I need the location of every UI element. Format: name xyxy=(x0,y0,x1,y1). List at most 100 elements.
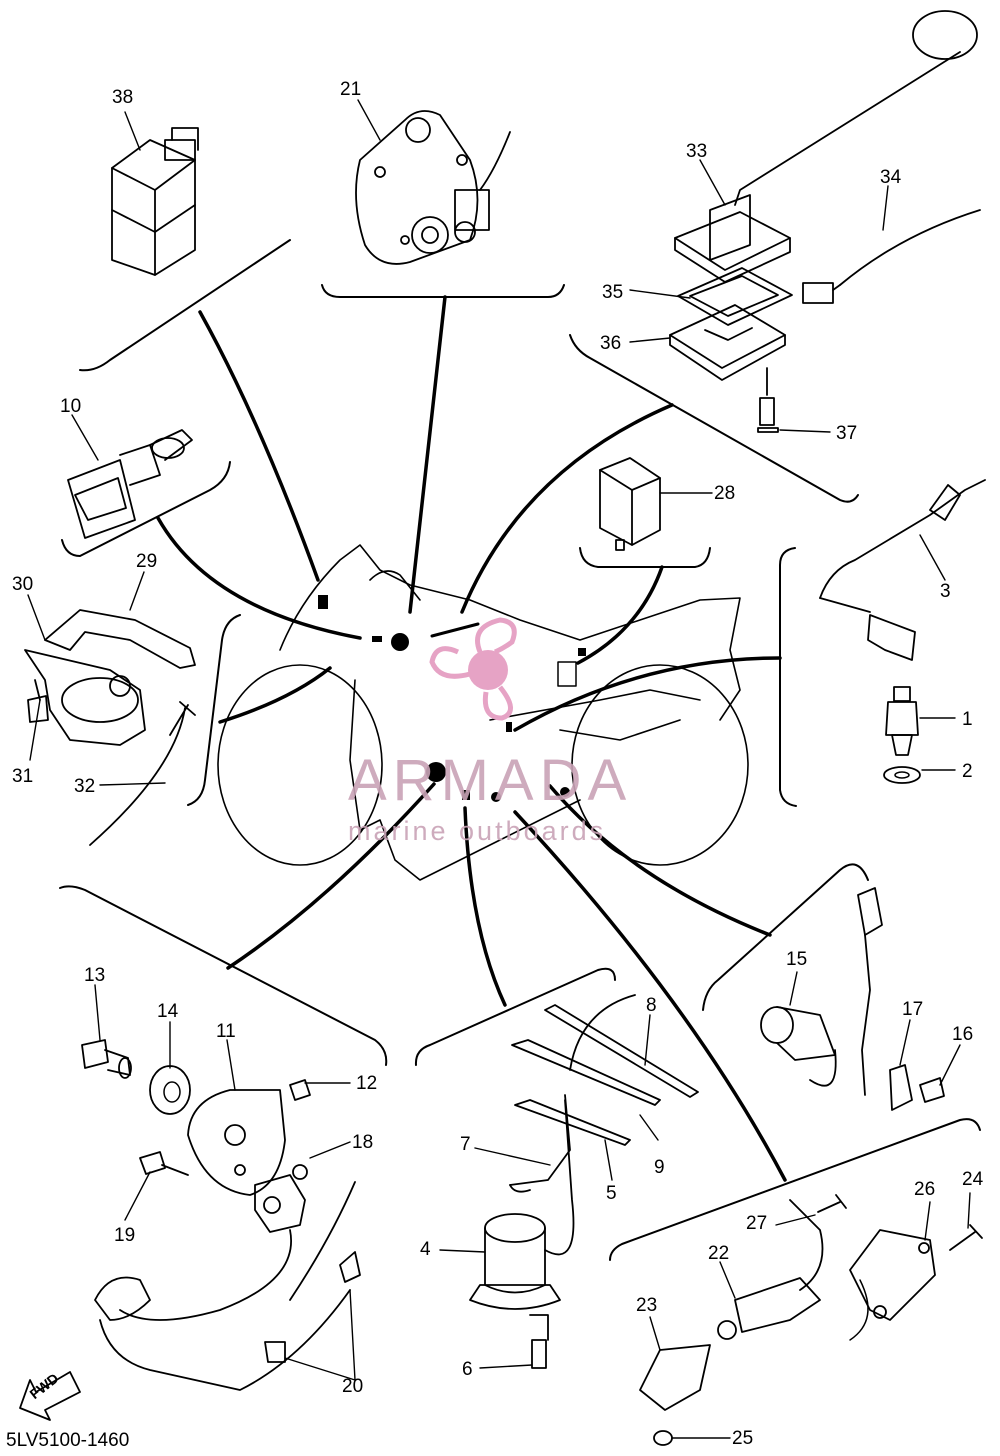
leader-28 xyxy=(576,565,664,665)
part-3-cable xyxy=(819,479,986,661)
callout-35: 35 xyxy=(602,282,624,303)
callout-32: 32 xyxy=(74,776,96,797)
part-37-screw xyxy=(757,367,779,433)
part-8-band xyxy=(544,994,699,1098)
part-36-plate xyxy=(669,304,786,381)
group-bracket-10 xyxy=(61,461,231,557)
part-26-bracket xyxy=(849,1229,936,1321)
part-22-switch xyxy=(717,1199,824,1340)
leader-29 xyxy=(218,666,332,724)
leader-38 xyxy=(198,310,320,582)
callout-12: 12 xyxy=(356,1073,378,1094)
watermark-subtitle: marine outboards xyxy=(348,816,607,846)
callout-38: 38 xyxy=(112,87,134,108)
callout-29: 29 xyxy=(136,551,158,572)
callout-1: 1 xyxy=(962,709,973,730)
callout-20: 20 xyxy=(342,1376,364,1397)
callout-37: 37 xyxy=(836,423,858,444)
part-15-switch xyxy=(760,887,883,1096)
callout-3: 3 xyxy=(940,581,951,602)
callout-24: 24 xyxy=(962,1169,984,1190)
callout-17: 17 xyxy=(902,999,924,1020)
part-19-screw xyxy=(139,1151,189,1176)
part-21-starter xyxy=(355,110,511,265)
part-9-band xyxy=(511,1039,661,1146)
part-29-bracket xyxy=(44,609,196,669)
part-16-bolt xyxy=(919,1077,945,1103)
part-33-sender xyxy=(674,10,978,283)
part-7-clip xyxy=(509,1094,571,1193)
part-24-screw xyxy=(949,1224,983,1251)
callout-8: 8 xyxy=(646,995,657,1016)
part-31-bolt xyxy=(27,679,49,723)
callout-25: 25 xyxy=(732,1428,754,1449)
callout-7: 7 xyxy=(460,1134,471,1155)
callout-30: 30 xyxy=(12,574,34,595)
part-17-bracket xyxy=(889,1064,913,1111)
part-28-relay xyxy=(599,457,661,551)
part-32-band xyxy=(89,701,196,846)
part-12-pin xyxy=(289,1079,311,1101)
watermark-logo-icon xyxy=(429,617,517,721)
callout-4: 4 xyxy=(420,1239,431,1260)
part-27-screw xyxy=(817,1194,847,1213)
leader-21 xyxy=(408,295,447,614)
callout-19: 19 xyxy=(114,1225,136,1246)
callout-31: 31 xyxy=(12,766,34,787)
callout-11: 11 xyxy=(216,1021,236,1042)
callout-23: 23 xyxy=(636,1295,658,1316)
watermark-title: ARMADA xyxy=(348,748,633,813)
leader-33 xyxy=(460,403,674,614)
part-11-plate xyxy=(187,1089,286,1196)
leader-22 xyxy=(513,810,787,1182)
callout-36: 36 xyxy=(600,333,622,354)
callout-9: 9 xyxy=(654,1157,665,1178)
part-2-washer xyxy=(883,766,921,784)
part-13-bolt xyxy=(81,1039,132,1079)
leader-10 xyxy=(156,516,362,640)
part-4-relay xyxy=(469,1099,575,1310)
group-bracket-22 xyxy=(609,1118,981,1261)
part-18-pickup xyxy=(119,1164,308,1321)
leader-3 xyxy=(513,656,782,732)
group-bracket-3 xyxy=(779,547,797,807)
callout-2: 2 xyxy=(962,761,973,782)
callout-18: 18 xyxy=(352,1132,374,1153)
part-38-relay xyxy=(111,127,199,276)
callout-22: 22 xyxy=(708,1243,730,1264)
callout-16: 16 xyxy=(952,1024,974,1045)
group-bracket-4 xyxy=(414,967,616,1066)
part-23-cover xyxy=(639,1344,711,1411)
group-bracket-38 xyxy=(79,239,291,372)
callout-28: 28 xyxy=(714,483,736,504)
part-34-lead xyxy=(802,209,981,304)
part-25-washer xyxy=(653,1430,673,1446)
callout-15: 15 xyxy=(786,949,808,970)
part-1-sensor xyxy=(885,686,919,756)
leader-15 xyxy=(548,784,772,937)
callout-33: 33 xyxy=(686,141,708,162)
leader-4 xyxy=(463,806,507,1007)
part-30-horn xyxy=(24,649,146,746)
callout-13: 13 xyxy=(84,965,106,986)
leader-13 xyxy=(226,782,436,970)
callout-6: 6 xyxy=(462,1359,473,1380)
part-6-screw xyxy=(529,1314,549,1369)
motorcycle-outline xyxy=(217,544,749,881)
diagram-code: 5LV5100-1460 xyxy=(6,1430,130,1451)
callout-27: 27 xyxy=(746,1213,768,1234)
callout-5: 5 xyxy=(606,1183,617,1204)
group-bracket-21 xyxy=(321,284,565,298)
group-bracket-28 xyxy=(579,547,711,568)
group-bracket-29 xyxy=(187,614,241,806)
fwd-arrow-icon xyxy=(19,1371,81,1421)
group-bracket-15 xyxy=(702,863,869,1011)
callout-26: 26 xyxy=(914,1179,936,1200)
part-20-wire xyxy=(94,1181,361,1391)
group-bracket-33 xyxy=(569,334,859,503)
callout-34: 34 xyxy=(880,167,902,188)
callout-10: 10 xyxy=(60,396,82,417)
callout-14: 14 xyxy=(157,1001,179,1022)
